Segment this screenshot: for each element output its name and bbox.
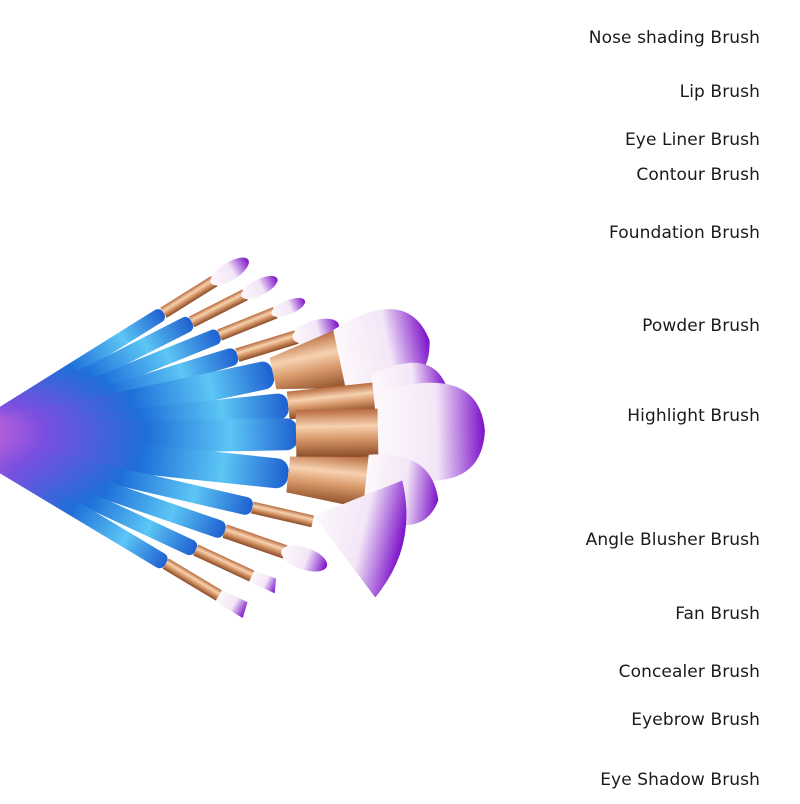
label-highlight-brush: Highlight Brush bbox=[627, 406, 760, 426]
label-nose-shading-brush: Nose shading Brush bbox=[588, 28, 760, 48]
label-lip-brush: Lip Brush bbox=[679, 82, 760, 102]
label-concealer-brush: Concealer Brush bbox=[618, 662, 760, 682]
label-fan-brush: Fan Brush bbox=[675, 604, 760, 624]
label-eyebrow-brush: Eyebrow Brush bbox=[631, 710, 760, 730]
brush-eyebrow bbox=[0, 434, 277, 594]
label-eye-shadow-brush: Eye Shadow Brush bbox=[600, 770, 760, 790]
brush-highlight bbox=[0, 382, 485, 481]
brush-eye-shadow bbox=[0, 435, 248, 619]
label-eye-liner-brush: Eye Liner Brush bbox=[624, 130, 760, 150]
label-contour-brush: Contour Brush bbox=[636, 165, 760, 185]
brush-concealer bbox=[0, 433, 328, 572]
label-powder-brush: Powder Brush bbox=[642, 316, 760, 336]
label-angle-blusher-brush: Angle Blusher Brush bbox=[585, 530, 760, 550]
label-foundation-brush: Foundation Brush bbox=[609, 223, 760, 243]
brush-fan bbox=[0, 432, 407, 598]
